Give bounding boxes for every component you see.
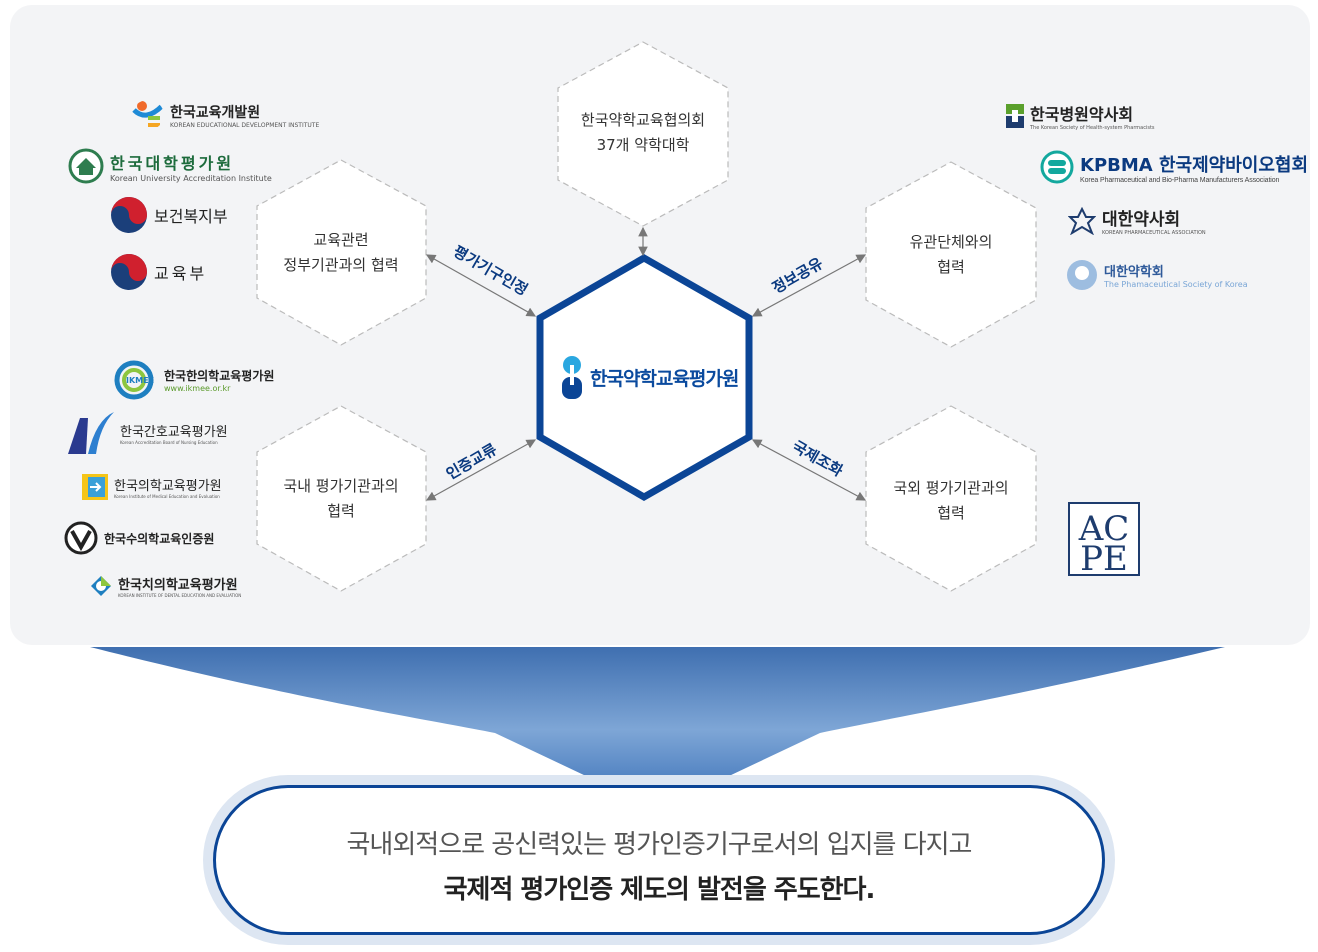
- logo-mohw: 보건복지부: [110, 196, 228, 234]
- kidee-icon: [91, 576, 111, 596]
- hex-bottom-left: [256, 405, 427, 592]
- kedi-icon: [132, 101, 164, 127]
- arrow-bottom-right: [751, 439, 867, 501]
- label-top-right: 정보공유: [769, 254, 826, 297]
- kpbma-subtitle: Korea Pharmaceutical and Bio-Pharma Manu…: [1080, 176, 1280, 184]
- arrow-bottom-left: [425, 439, 537, 501]
- conclusion-line2: 국제적 평가인증 제도의 발전을 주도한다.: [443, 875, 876, 905]
- kpbma-icon: [1040, 150, 1074, 184]
- logo-moe: 교육부: [110, 253, 207, 291]
- kabone-icon: [68, 412, 114, 454]
- taegeuk-icon: [111, 197, 147, 233]
- hex-center: [536, 253, 753, 502]
- hex-top-left: [256, 159, 427, 346]
- ikmee-icon: IKMEE: [114, 360, 154, 400]
- psk-icon: [1067, 260, 1097, 290]
- taegeuk-icon: [111, 254, 147, 290]
- kimee-icon: [82, 474, 108, 500]
- keyhole-logo-icon: [562, 356, 582, 399]
- kpa-flower-icon: [1068, 206, 1096, 235]
- hex-top-right: [865, 161, 1037, 348]
- funnel-arrow: [90, 647, 1225, 785]
- conclusion-pill: 국내외적으로 공신력있는 평가인증기구로서의 입지를 다지고 국제적 평가인증 …: [213, 785, 1105, 935]
- center-logo: 한국약학교육평가원: [560, 355, 739, 399]
- arrow-top-left: [425, 254, 537, 317]
- svg-text:AC: AC: [1078, 509, 1130, 549]
- svg-text:PE: PE: [1080, 539, 1128, 574]
- veterinary-seal-icon: [64, 521, 98, 555]
- svg-text:IKMEE: IKMEE: [126, 376, 154, 385]
- hex-top: [557, 41, 729, 227]
- logo-kvea: 한국수의학교육인증원: [64, 521, 214, 555]
- kuai-seal-icon: [68, 148, 104, 184]
- label-bottom-left: 인증교류: [443, 440, 500, 483]
- kshp-icon: [1006, 104, 1024, 128]
- label-bottom-right: 국제조화: [789, 437, 846, 480]
- conclusion-line1: 국내외적으로 공신력있는 평가인증기구로서의 입지를 다지고: [346, 830, 973, 860]
- arrow-top-right: [751, 254, 867, 317]
